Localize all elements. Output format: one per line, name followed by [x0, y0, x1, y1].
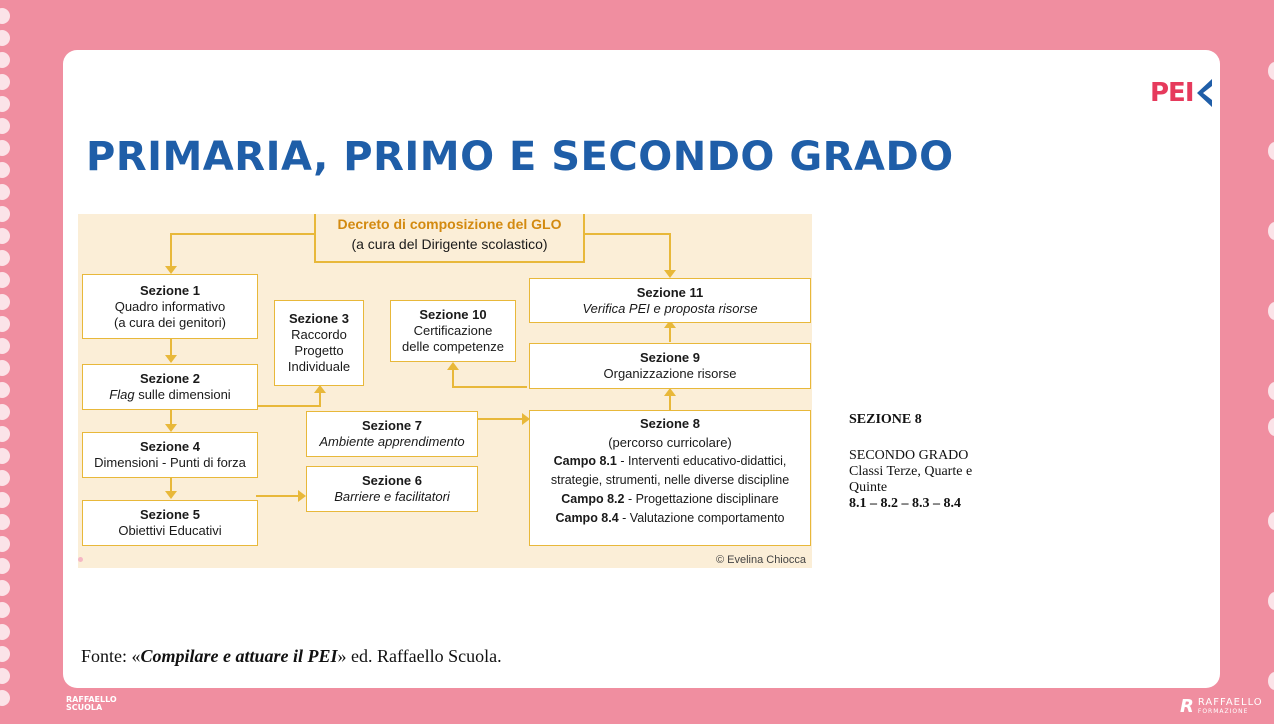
- sezione-6-line1: Barriere e facilitatori: [334, 489, 450, 504]
- decorative-dot: [78, 557, 83, 562]
- decree-title: Decreto di composizione del GLO: [337, 216, 562, 232]
- sezione-10-title: Sezione 10: [419, 307, 487, 322]
- chevron-left-icon: [1196, 79, 1212, 107]
- sezione-8-box: Sezione 8 (percorso curricolare) Campo 8…: [529, 410, 811, 546]
- sezione-5-line1: Obiettivi Educativi: [118, 523, 222, 538]
- sezione-7-title: Sezione 7: [362, 418, 422, 433]
- raffaello-scuola-line1: RAFFAELLO: [66, 695, 117, 704]
- raffaello-scuola-line2: SCUOLA: [66, 703, 103, 712]
- sezione-1-title: Sezione 1: [140, 282, 200, 298]
- side-note-line2: Classi Terze, Quarte e: [849, 464, 973, 479]
- sezione-2-title: Sezione 2: [140, 371, 200, 386]
- sezione-3-line3: Individuale: [287, 359, 351, 374]
- sezione-3-box: Sezione 3 Raccordo Progetto Individuale: [274, 300, 364, 386]
- sezione-5-box: Sezione 5 Obiettivi Educativi: [82, 500, 258, 546]
- side-note-line4: 8.1 – 8.2 – 8.3 – 8.4: [849, 496, 961, 511]
- sezione-11-line1: Verifica PEI e proposta risorse: [582, 300, 758, 316]
- source-book-title: Compilare e attuare il PEI: [140, 646, 338, 666]
- sezione-8-title: Sezione 8: [640, 416, 700, 431]
- pei-logo-text: PEI: [1150, 78, 1194, 108]
- sezione-11-box: Sezione 11 Verifica PEI e proposta risor…: [529, 278, 811, 323]
- campo-8-4-label: Campo 8.4: [555, 511, 619, 525]
- diagram-connectors: [165, 214, 676, 502]
- sezione-7-box: Sezione 7 Ambiente apprendimento: [306, 411, 478, 457]
- raffaello-formazione-line1: RAFFAELLO: [1197, 696, 1263, 708]
- sezione-4-title: Sezione 4: [140, 439, 200, 454]
- sezione-1-line1: Quadro informativo: [114, 298, 226, 314]
- sezione-5-title: Sezione 5: [140, 507, 200, 522]
- campo-8-1-text2: strategie, strumenti, nelle diverse disc…: [550, 473, 790, 487]
- campo-8-2-text: - Progettazione disciplinare: [624, 492, 779, 506]
- sezione-10-line1: Certificazione: [413, 323, 493, 338]
- raffaello-formazione-logo: R RAFFAELLO FORMAZIONE: [1180, 696, 1263, 717]
- sezione-11-title: Sezione 11: [636, 284, 704, 300]
- sezione-3-line1: Raccordo: [291, 327, 347, 342]
- sezione-4-box: Sezione 4 Dimensioni - Punti di forza: [82, 432, 258, 478]
- decree-box: Decreto di composizione del GLO (a cura …: [315, 214, 584, 260]
- source-suffix: » ed. Raffaello Scuola.: [337, 646, 502, 666]
- sezione-2-line1: sulle dimensioni: [134, 387, 231, 402]
- sezione-2-box: Sezione 2 Flag sulle dimensioni: [82, 364, 258, 410]
- sezione-9-line1: Organizzazione risorse: [603, 366, 737, 381]
- pei-logo: PEI: [1150, 78, 1214, 108]
- sezione-9-box: Sezione 9 Organizzazione risorse: [529, 343, 811, 389]
- source-citation: Fonte: «Compilare e attuare il PEI» ed. …: [81, 646, 502, 667]
- side-note-heading: SEZIONE 8: [849, 412, 922, 427]
- sezione-9-title: Sezione 9: [640, 350, 700, 365]
- raffaello-formazione-line2: FORMAZIONE: [1197, 707, 1249, 715]
- source-prefix: Fonte: «: [81, 646, 141, 666]
- sezione-6-box: Sezione 6 Barriere e facilitatori: [306, 466, 478, 512]
- campo-8-2-label: Campo 8.2: [561, 492, 625, 506]
- sezione-10-box: Sezione 10 Certificazione delle competen…: [390, 300, 516, 362]
- page-title: PRIMARIA, PRIMO E SECONDO GRADO: [86, 134, 954, 180]
- sezione-1-box: Sezione 1 Quadro informativo (a cura dei…: [82, 274, 258, 339]
- sezione-2-flag: Flag: [109, 387, 135, 402]
- sezione-3-title: Sezione 3: [289, 311, 349, 326]
- pei-sections-diagram: Decreto di composizione del GLO (a cura …: [78, 214, 812, 568]
- campo-8-1-label: Campo 8.1: [553, 454, 617, 468]
- sezione-8-line1: (percorso curricolare): [608, 435, 732, 450]
- sezione-7-line1: Ambiente apprendimento: [319, 434, 465, 449]
- sezione-10-line2: delle competenze: [402, 339, 504, 354]
- raffaello-scuola-logo: RAFFAELLO SCUOLA: [66, 696, 117, 712]
- diagram-credit: © Evelina Chiocca: [715, 554, 806, 566]
- campo-8-1-text: - Interventi educativo-didattici,: [616, 454, 787, 468]
- side-note: SEZIONE 8 SECONDO GRADO Classi Terze, Qu…: [849, 412, 1049, 512]
- raffaello-r-mark: R: [1180, 696, 1194, 717]
- sezione-6-title: Sezione 6: [362, 473, 422, 488]
- side-note-line1: SECONDO GRADO: [849, 448, 969, 463]
- sezione-1-line2: (a cura dei genitori): [114, 314, 226, 330]
- decree-subtitle: (a cura del Dirigente scolastico): [351, 236, 548, 252]
- side-note-line3: Quinte: [849, 480, 888, 495]
- sezione-3-line2: Progetto: [294, 343, 344, 358]
- campo-8-4-text: - Valutazione comportamento: [618, 511, 785, 525]
- sezione-4-line1: Dimensioni - Punti di forza: [94, 455, 246, 470]
